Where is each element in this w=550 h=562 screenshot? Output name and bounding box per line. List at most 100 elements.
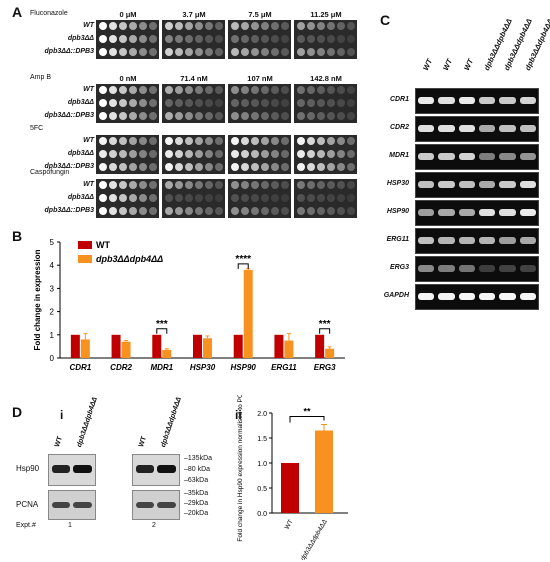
bar — [315, 334, 325, 358]
gel-row — [415, 200, 539, 226]
strain-label: WT — [83, 86, 94, 93]
colony-spot — [149, 22, 157, 30]
y-tick-label: 1 — [50, 331, 55, 340]
colony-spot — [241, 207, 249, 215]
colony-spot — [271, 22, 279, 30]
gel-band — [519, 181, 536, 188]
gel-band — [479, 97, 496, 104]
concentration-label: 0 μM — [119, 10, 137, 19]
colony-spot — [231, 48, 239, 56]
colony-spot — [195, 35, 203, 43]
panel-b-label: B — [12, 228, 23, 244]
spot-plate — [294, 179, 357, 218]
colony-spot — [281, 99, 289, 107]
colony-spot — [109, 137, 117, 145]
colony-spot — [195, 137, 203, 145]
colony-spot — [195, 181, 203, 189]
gel-band — [519, 209, 536, 216]
colony-spot — [215, 150, 223, 158]
colony-spot — [261, 207, 269, 215]
x-tick-label: ERG11 — [271, 363, 297, 372]
colony-spot — [297, 48, 305, 56]
colony-spot — [215, 112, 223, 120]
colony-spot — [337, 35, 345, 43]
spot-plate — [228, 84, 291, 123]
colony-spot — [195, 86, 203, 94]
gel-band — [479, 237, 496, 244]
bar — [281, 463, 299, 513]
colony-spot — [129, 181, 137, 189]
colony-spot — [109, 86, 117, 94]
colony-spot — [241, 22, 249, 30]
colony-spot — [99, 194, 107, 202]
colony-spot — [165, 163, 173, 171]
marker-label: –80 kDa — [184, 466, 211, 473]
panel-d-i-label: i — [60, 408, 64, 422]
colony-spot — [185, 137, 193, 145]
colony-spot — [99, 99, 107, 107]
spot-plate — [96, 179, 159, 218]
drug-label: 5FC — [30, 125, 44, 132]
y-tick-label: 0.0 — [257, 511, 267, 518]
expt-number: 2 — [152, 522, 156, 529]
colony-spot — [129, 35, 137, 43]
significance-stars: **** — [235, 254, 251, 265]
colony-spot — [205, 86, 213, 94]
x-tick-label: HSP90 — [231, 363, 257, 372]
gel-band — [458, 181, 475, 188]
colony-spot — [165, 35, 173, 43]
colony-spot — [99, 181, 107, 189]
gel-band — [458, 293, 475, 300]
colony-spot — [149, 112, 157, 120]
colony-spot — [165, 137, 173, 145]
bar — [203, 338, 212, 358]
colony-spot — [337, 194, 345, 202]
gel-row — [415, 144, 539, 170]
colony-spot — [327, 137, 335, 145]
colony-spot — [347, 137, 355, 145]
colony-spot — [271, 48, 279, 56]
significance-bracket — [237, 263, 249, 269]
drug-label: Fluconazole — [30, 10, 68, 17]
colony-spot — [175, 48, 183, 56]
colony-spot — [241, 99, 249, 107]
colony-spot — [317, 150, 325, 158]
strain-label: dpb3ΔΔ::DPB3 — [44, 163, 94, 170]
colony-spot — [281, 35, 289, 43]
colony-spot — [129, 163, 137, 171]
colony-spot — [195, 163, 203, 171]
gel-row — [415, 284, 539, 310]
colony-spot — [215, 137, 223, 145]
colony-spot — [281, 48, 289, 56]
colony-spot — [261, 48, 269, 56]
strain-label: dpb3ΔΔ::DPB3 — [44, 112, 94, 119]
x-tick-label: HSP30 — [190, 363, 216, 372]
gel-band — [499, 237, 516, 244]
colony-spot — [109, 181, 117, 189]
protein-label: PCNA — [16, 500, 39, 509]
colony-spot — [337, 99, 345, 107]
gel-band — [499, 125, 516, 132]
colony-spot — [261, 181, 269, 189]
colony-spot — [317, 48, 325, 56]
colony-spot — [317, 137, 325, 145]
colony-spot — [205, 137, 213, 145]
gel-band — [499, 153, 516, 160]
colony-spot — [149, 181, 157, 189]
colony-spot — [185, 194, 193, 202]
bar — [121, 341, 131, 358]
colony-spot — [307, 86, 315, 94]
colony-spot — [205, 112, 213, 120]
gel-band — [519, 97, 536, 104]
gel-band — [418, 153, 435, 160]
colony-spot — [99, 137, 107, 145]
colony-spot — [139, 112, 147, 120]
colony-spot — [119, 112, 127, 120]
colony-spot — [175, 163, 183, 171]
strain-label: WT — [83, 22, 94, 29]
x-tick-label: MDR1 — [150, 363, 173, 372]
colony-spot — [175, 194, 183, 202]
colony-spot — [175, 22, 183, 30]
colony-spot — [347, 181, 355, 189]
colony-spot — [307, 48, 315, 56]
